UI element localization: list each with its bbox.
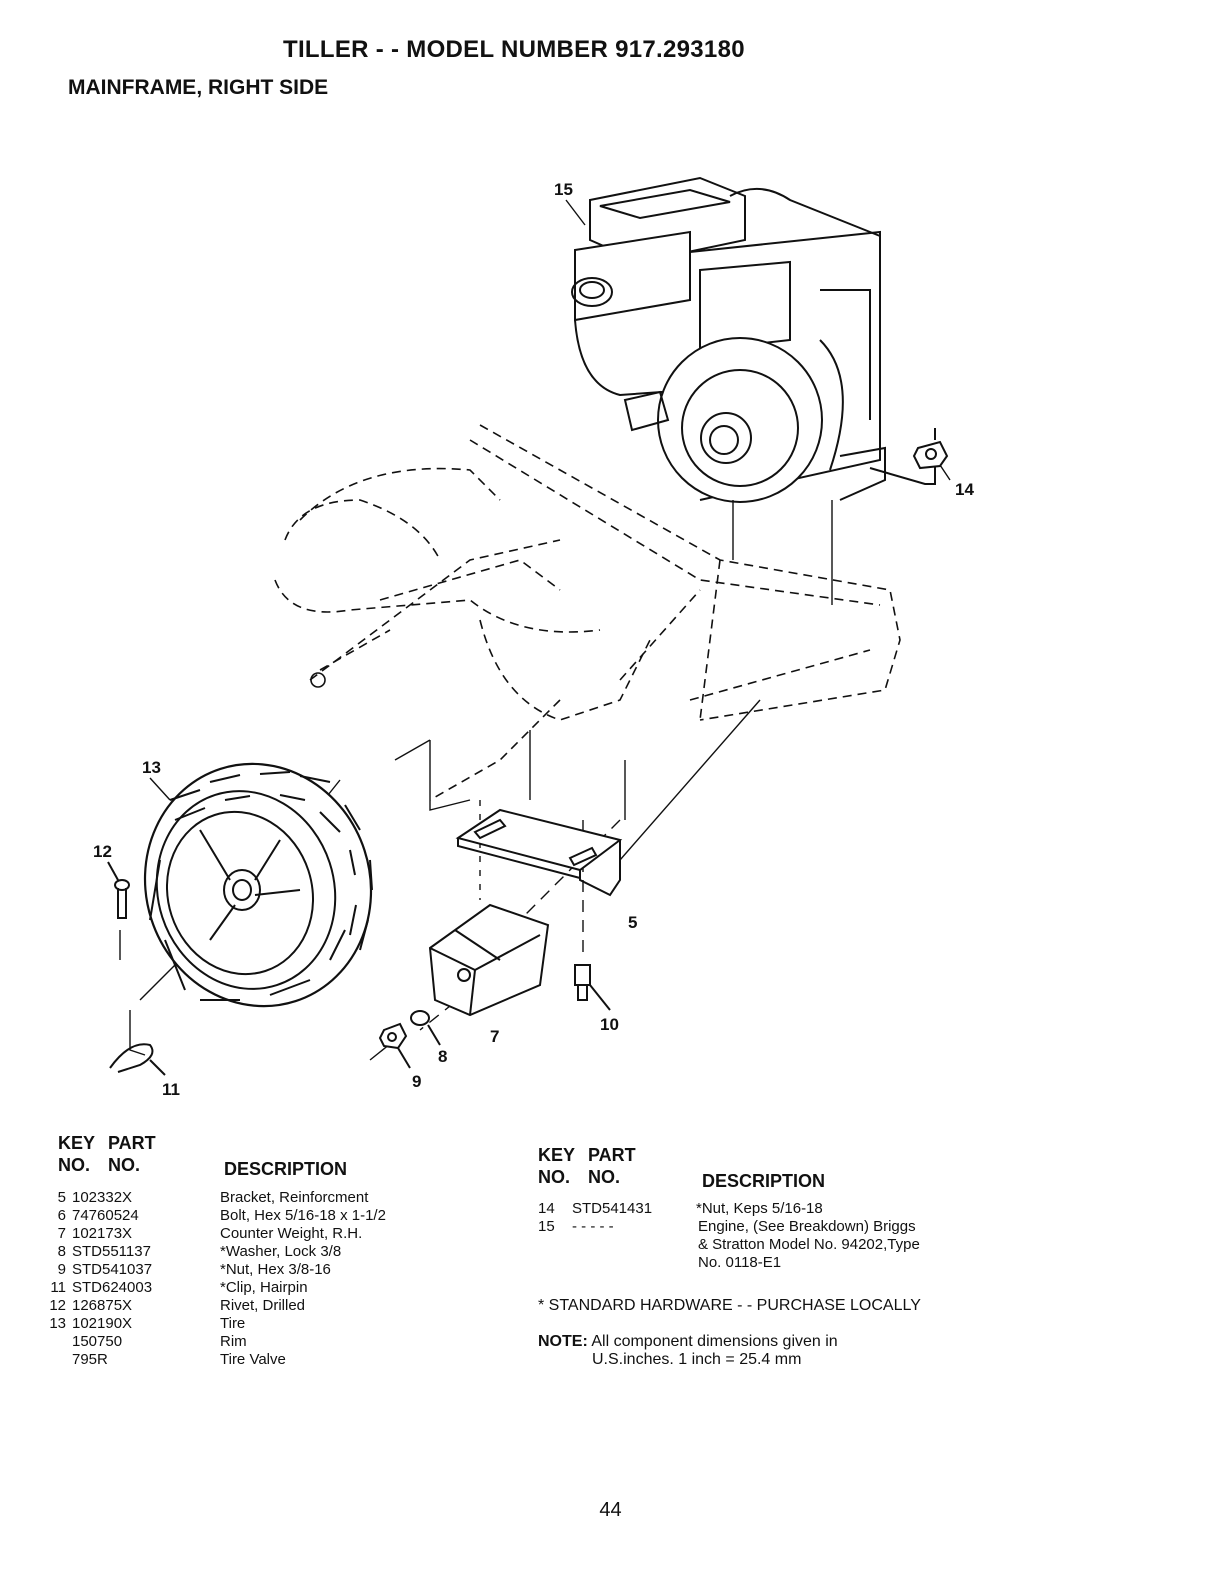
counter-weight-7-illustration — [428, 903, 550, 1017]
header-key: KEY — [538, 1145, 576, 1165]
header-part-no: NO. — [108, 1155, 141, 1175]
header-description: DESCRIPTION — [702, 1171, 826, 1191]
callout-10: 10 — [600, 1015, 619, 1034]
tire-13-illustration — [143, 762, 373, 1008]
callout-12: 12 — [93, 842, 112, 861]
exploded-parts-diagram: 15 14 13 12 5 10 7 8 9 11 — [93, 176, 974, 1099]
callout-9: 9 — [412, 1072, 421, 1091]
page-title: TILLER - - MODEL NUMBER 917.293180 — [283, 36, 745, 63]
hairpin-11-illustration — [109, 1043, 166, 1076]
header-part-no: NO. — [588, 1167, 621, 1187]
note-label: NOTE: — [538, 1333, 588, 1350]
callout-11: 11 — [162, 1080, 180, 1099]
note-line-1: All component dimensions given in — [591, 1333, 838, 1350]
callout-7: 7 — [490, 1027, 499, 1046]
standard-hardware-note: * STANDARD HARDWARE - - PURCHASE LOCALLY — [538, 1297, 921, 1314]
rivet-12-illustration — [107, 861, 130, 919]
callout-15: 15 — [554, 180, 573, 199]
bracket-5-illustration — [455, 808, 623, 897]
header-key: KEY — [58, 1133, 96, 1153]
header-part: PART — [108, 1133, 156, 1153]
callout-13: 13 — [142, 758, 161, 777]
note-block: NOTE: All component dimensions given in — [538, 1333, 838, 1351]
engine-illustration — [571, 176, 886, 503]
parts-table-right: KEY PART NO. NO. DESCRIPTION 14 STD54143… — [538, 1145, 921, 1368]
section-subtitle: MAINFRAME, RIGHT SIDE — [68, 76, 329, 99]
header-description: DESCRIPTION — [224, 1159, 348, 1179]
bolt-10-illustration — [574, 964, 611, 1011]
header-part: PART — [588, 1145, 636, 1165]
washer-nut-illustration — [378, 1010, 441, 1069]
header-key-no: NO. — [538, 1167, 571, 1187]
callout-14: 14 — [955, 480, 974, 499]
page-number: 44 — [599, 1499, 622, 1521]
callout-8: 8 — [438, 1047, 447, 1066]
mainframe-outline — [274, 424, 901, 801]
note-line-2: U.S.inches. 1 inch = 25.4 mm — [592, 1351, 802, 1368]
callout-5: 5 — [628, 913, 637, 932]
nut-14-illustration — [869, 428, 949, 485]
header-key-no: NO. — [58, 1155, 91, 1175]
